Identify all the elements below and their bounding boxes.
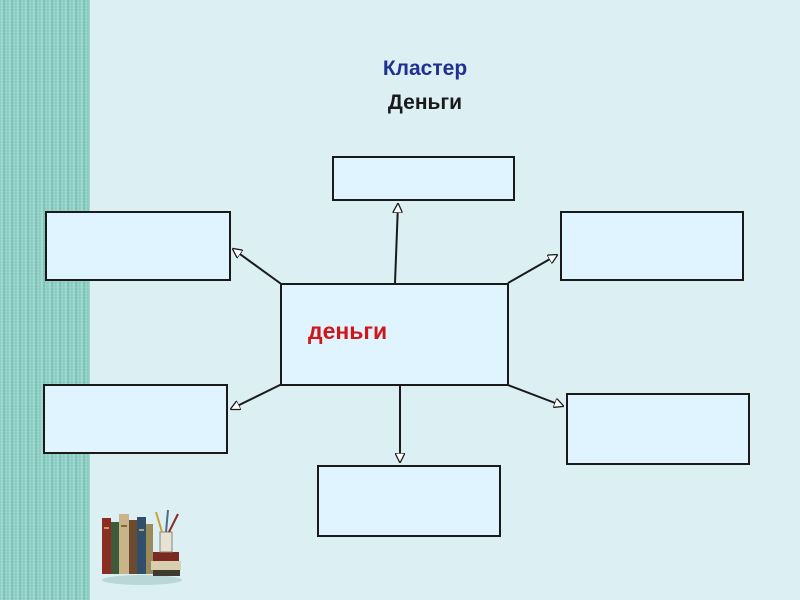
arrow-to-lower-left (231, 382, 285, 409)
node-upper-left (45, 211, 231, 281)
page-title: Кластер Деньги (300, 52, 550, 120)
arrow-to-upper-right (507, 255, 557, 284)
node-center (280, 283, 509, 386)
node-bottom (317, 465, 501, 537)
center-node-label: деньги (308, 318, 388, 344)
arrow-to-top (395, 204, 398, 284)
title-line-1: Кластер (382, 57, 468, 80)
node-lower-left (43, 384, 228, 454)
books-stack-icon (102, 509, 182, 585)
arrow-to-lower-right (507, 384, 563, 406)
title-line-2: Деньги (387, 91, 463, 114)
node-top (332, 156, 515, 201)
arrow-to-upper-left (233, 249, 285, 287)
node-upper-right (560, 211, 744, 281)
node-lower-right (566, 393, 750, 465)
left-decorative-stripe (0, 0, 90, 600)
